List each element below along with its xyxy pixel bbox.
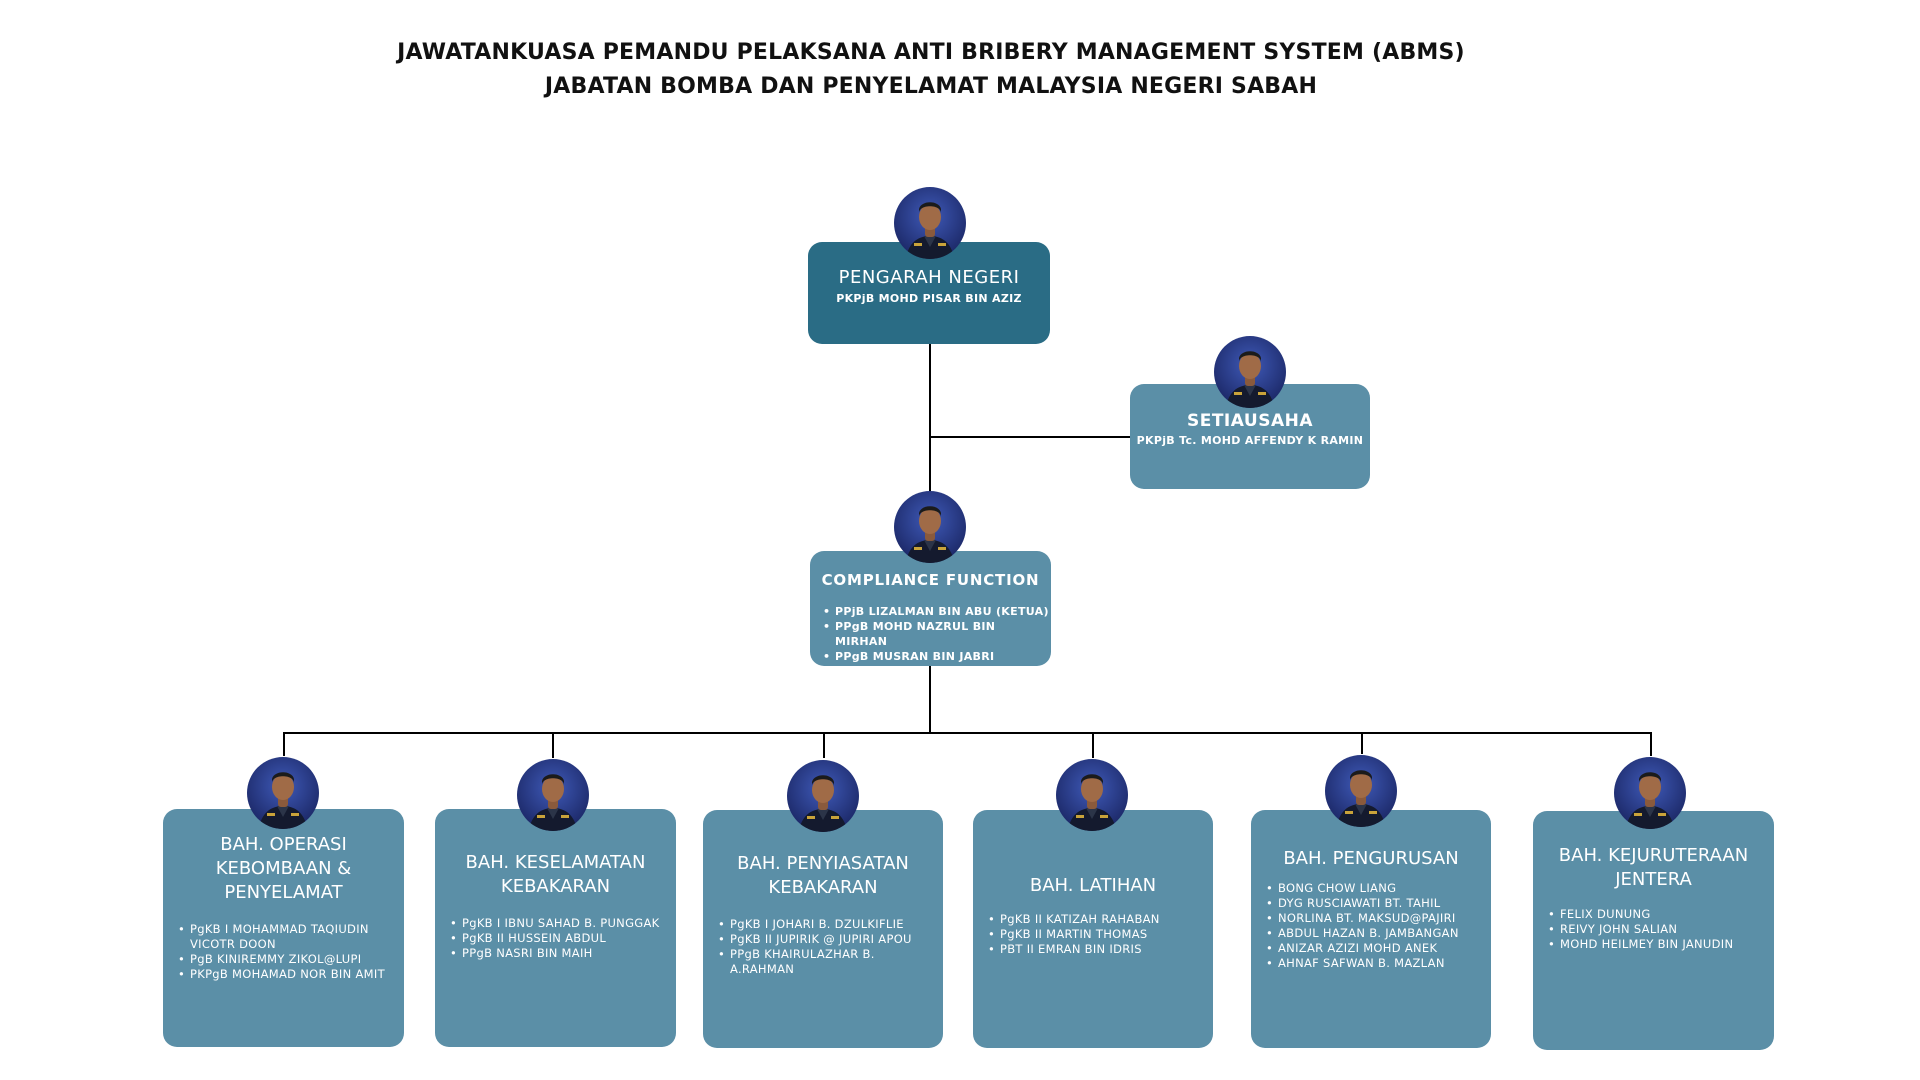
division-box-penyiasatan: BAH. PENYIASATAN KEBAKARAN PgKB I JOHARI… [703, 810, 943, 1048]
connector-line [283, 732, 1652, 734]
division-member-list: PgKB II KATIZAH RAHABAN PgKB II MARTIN T… [987, 912, 1203, 957]
division-photo [1056, 759, 1128, 831]
division-title: BAH. PENGURUSAN [1283, 848, 1459, 869]
division-member-list: PgKB I IBNU SAHAD B. PUNGGAK PgKB II HUS… [449, 916, 666, 961]
chart-subtitle: JABATAN BOMBA DAN PENYELAMAT MALAYSIA NE… [544, 74, 1318, 99]
division-member-list: PgKB I MOHAMMAD TAQIUDIN VICOTR DOON PgB… [177, 922, 394, 982]
list-item: PPgB NASRI BIN MAIH [449, 946, 666, 961]
connector-line [552, 732, 554, 758]
connector-line [1092, 732, 1094, 758]
division-box-operasi: BAH. OPERASI KEBOMBAAN & PENYELAMAT PgKB… [163, 809, 404, 1047]
list-item: PgKB I IBNU SAHAD B. PUNGGAK [449, 916, 666, 931]
division-box-keselamatan: BAH. KESELAMATAN KEBAKARAN PgKB I IBNU S… [435, 809, 676, 1047]
division-photo [1614, 757, 1686, 829]
director-role: PENGARAH NEGERI [838, 267, 1020, 288]
connector-line [929, 665, 931, 734]
list-item: PgB KINIREMMY ZIKOL@LUPI [177, 952, 394, 967]
division-title: BAH. KESELAMATAN KEBAKARAN [465, 852, 646, 897]
secretary-box: SETIAUSAHA PKPjB Tc. MOHD AFFENDY K RAMI… [1130, 384, 1370, 489]
list-item: ABDUL HAZAN B. JAMBANGAN [1265, 926, 1483, 941]
list-item: PPgB KHAIRULAZHAR B. A.RAHMAN [717, 947, 933, 977]
division-photo [1325, 755, 1397, 827]
compliance-box: COMPLIANCE FUNCTION PPjB LIZALMAN BIN AB… [810, 551, 1051, 666]
division-box-pengurusan: BAH. PENGURUSAN BONG CHOW LIANG DYG RUSC… [1251, 810, 1491, 1048]
list-item: PPgB MOHD NAZRUL BIN MIRHAN [822, 619, 1051, 649]
division-box-latihan: BAH. LATIHAN PgKB II KATIZAH RAHABAN PgK… [973, 810, 1213, 1048]
division-photo [517, 759, 589, 831]
list-item: AHNAF SAFWAN B. MAZLAN [1265, 956, 1483, 971]
compliance-member-list: PPjB LIZALMAN BIN ABU (KETUA) PPgB MOHD … [822, 604, 1051, 664]
director-name: PKPjB MOHD PISAR BIN AZIZ [836, 292, 1022, 305]
division-member-list: FELIX DUNUNG REIVY JOHN SALIAN MOHD HEIL… [1547, 907, 1764, 952]
list-item: FELIX DUNUNG [1547, 907, 1764, 922]
division-box-kejuruteraan: BAH. KEJURUTERAAN JENTERA FELIX DUNUNG R… [1533, 811, 1774, 1050]
list-item: ANIZAR AZIZI MOHD ANEK [1265, 941, 1483, 956]
division-member-list: PgKB I JOHARI B. DZULKIFLIE PgKB II JUPI… [717, 917, 933, 977]
division-title: BAH. PENYIASATAN KEBAKARAN [737, 853, 909, 898]
list-item: PgKB II MARTIN THOMAS [987, 927, 1203, 942]
list-item: PgKB II HUSSEIN ABDUL [449, 931, 666, 946]
connector-line [1361, 732, 1363, 754]
division-title: BAH. LATIHAN [1029, 875, 1157, 896]
compliance-photo [894, 491, 966, 563]
list-item: REIVY JOHN SALIAN [1547, 922, 1764, 937]
list-item: PgKB I JOHARI B. DZULKIFLIE [717, 917, 933, 932]
list-item: PgKB I MOHAMMAD TAQIUDIN VICOTR DOON [177, 922, 394, 952]
list-item: BONG CHOW LIANG [1265, 881, 1483, 896]
chart-title: JAWATANKUASA PEMANDU PELAKSANA ANTI BRIB… [397, 40, 1465, 65]
list-item: MOHD HEILMEY BIN JANUDIN [1547, 937, 1764, 952]
list-item: PgKB II KATIZAH RAHABAN [987, 912, 1203, 927]
division-title: BAH. KEJURUTERAAN JENTERA [1558, 845, 1749, 890]
list-item: PgKB II JUPIRIK @ JUPIRI APOU [717, 932, 933, 947]
compliance-role: COMPLIANCE FUNCTION [821, 571, 1040, 589]
connector-line [1650, 732, 1652, 756]
connector-line [283, 732, 285, 756]
division-title: BAH. OPERASI KEBOMBAAN & PENYELAMAT [215, 834, 352, 903]
list-item: PBT II EMRAN BIN IDRIS [987, 942, 1203, 957]
division-photo [787, 760, 859, 832]
list-item: PPjB LIZALMAN BIN ABU (KETUA) [822, 604, 1051, 619]
director-photo [894, 187, 966, 259]
list-item: PPgB MUSRAN BIN JABRI [822, 649, 1051, 664]
secretary-name: PKPjB Tc. MOHD AFFENDY K RAMIN [1136, 434, 1364, 447]
list-item: DYG RUSCIAWATI BT. TAHIL [1265, 896, 1483, 911]
connector-line [929, 343, 931, 493]
division-member-list: BONG CHOW LIANG DYG RUSCIAWATI BT. TAHIL… [1265, 881, 1483, 971]
division-photo [247, 757, 319, 829]
secretary-photo [1214, 336, 1286, 408]
connector-line [823, 732, 825, 758]
director-box: PENGARAH NEGERI PKPjB MOHD PISAR BIN AZI… [808, 242, 1050, 344]
list-item: PKPgB MOHAMAD NOR BIN AMIT [177, 967, 394, 982]
connector-line [930, 436, 1130, 438]
secretary-role: SETIAUSAHA [1186, 411, 1313, 431]
list-item: NORLINA BT. MAKSUD@PAJIRI [1265, 911, 1483, 926]
